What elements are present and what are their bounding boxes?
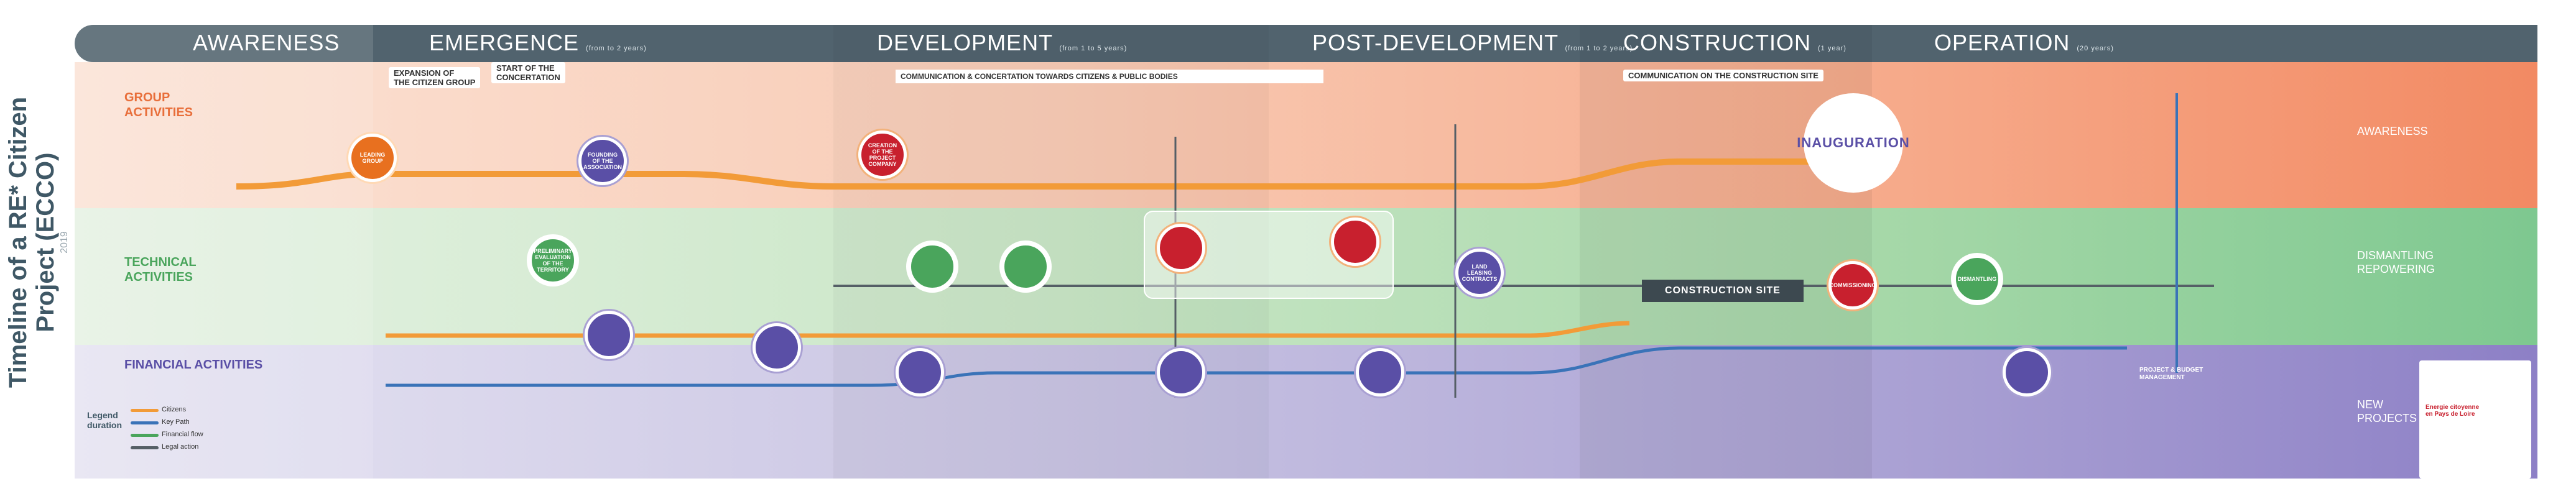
node-technical-1[interactable] [908,242,957,291]
phase-development: DEVELOPMENT (from 1 to 5 years) [877,30,1127,56]
node-financial-3[interactable] [896,348,944,396]
title-strip [0,0,75,504]
banner-construction-communication: COMMUNICATION ON THE CONSTRUCTION SITE [1623,70,1823,81]
phase-operation-note: (20 years) [2077,45,2114,52]
legend-swatch-legal-action [131,446,159,449]
banner-citizen-group: EXPANSION OF THE CITIZEN GROUP [389,67,481,88]
legend-financial-flow: Financial flow [162,431,203,438]
banner-communication: COMMUNICATION & CONCERTATION TOWARDS CIT… [896,70,1323,83]
node-technical-2[interactable] [1001,242,1050,291]
phase-construction-label: CONSTRUCTION [1623,30,1811,55]
technical-activities-band [75,208,2537,345]
node-financial-5[interactable] [1356,348,1404,396]
phase-development-label: DEVELOPMENT [877,30,1053,55]
legend-legal-action: Legal action [162,443,199,451]
phase-post-development-label: POST-DEVELOPMENT [1312,30,1559,55]
node-land-leasing[interactable]: LAND LEASING CONTRACTS [1455,249,1504,297]
legend-title: Legend duration [87,410,122,430]
phase-development-note: (from 1 to 5 years) [1059,45,1128,52]
row-label-technical: TECHNICAL ACTIVITIES [124,255,197,284]
node-financial-1[interactable] [585,311,633,359]
legend-swatch-citizens [131,409,159,412]
phase-construction: CONSTRUCTION (1 year) [1623,30,1846,56]
row-label-financial: FINANCIAL ACTIVITIES [124,358,263,372]
row-label-group: GROUP ACTIVITIES [124,91,193,119]
node-founding-association[interactable]: FOUNDING OF THE ASSOCIATION [578,137,627,185]
legend-swatch-financial-flow [131,434,159,437]
info-panel: Energie citoyenne en Pays de Loire [2419,360,2531,479]
inauguration-badge: INAUGURATION [1797,93,1909,193]
banner-communication-text: COMMUNICATION & CONCERTATION TOWARDS CIT… [901,72,1178,81]
phase-emergence: EMERGENCE (from to 2 years) [429,30,647,56]
info-contact: Energie citoyenne en Pays de Loire [2425,404,2480,418]
right-label-new-projects: NEW PROJECTS [2357,398,2417,424]
bottom-margin [75,479,2537,504]
legend-citizens: Citizens [162,406,187,413]
phase-column-awareness [75,25,373,479]
construction-site-label: CONSTRUCTION SITE [1665,285,1781,296]
legend: Legend duration Citizens Key Path Financ… [87,398,249,466]
node-technical-3[interactable] [1157,224,1205,272]
banner-concertation: START OF THE CONCERTATION [491,62,565,83]
phase-operation: OPERATION (20 years) [1934,30,2114,56]
node-preliminary-evaluation[interactable]: PRELIMINARY EVALUATION OF THE TERRITORY [529,236,577,285]
legend-key-path: Key Path [162,418,190,426]
financial-activities-band [75,345,2537,479]
node-dismantling[interactable]: DISMANTLING [1953,255,2001,303]
node-leading-group[interactable]: LEADING GROUP [348,134,397,182]
phase-emergence-note: (from to 2 years) [586,45,647,52]
right-label-dismantling: DISMANTLING REPOWERING [2357,249,2435,275]
legend-swatch-key-path [131,421,159,424]
phase-post-development-note: (from 1 to 2 years) [1565,45,1633,52]
phase-awareness: AWARENESS [193,30,340,56]
orange-secondary-flow [386,321,1630,338]
phase-header-band [75,25,2537,62]
node-technical-4[interactable] [1331,218,1379,266]
phase-awareness-label: AWARENESS [193,30,340,55]
node-financial-6[interactable] [2003,348,2051,396]
development-subprocess-box [1144,211,1394,299]
node-financial-4[interactable] [1157,348,1205,396]
right-label-awareness: AWARENESS [2357,125,2428,137]
phase-emergence-label: EMERGENCE [429,30,580,55]
blue-key-path [386,346,2127,387]
inauguration-label: INAUGURATION [1797,135,1910,150]
node-commissioning[interactable]: COMMISSIONING [1828,261,1877,309]
phase-post-development: POST-DEVELOPMENT (from 1 to 2 years) [1312,30,1633,56]
phase-construction-note: (1 year) [1818,45,1846,52]
project-management-label: PROJECT & BUDGET MANAGEMENT [2139,367,2203,381]
orange-citizen-flow [236,158,1866,190]
phase-operation-label: OPERATION [1934,30,2070,55]
node-creation-project-company[interactable]: CREATION OF THE PROJECT COMPANY [858,131,907,179]
node-financial-2[interactable] [753,323,801,372]
phase-column-construction [1580,25,1872,479]
construction-site-banner: CONSTRUCTION SITE [1642,280,1804,302]
